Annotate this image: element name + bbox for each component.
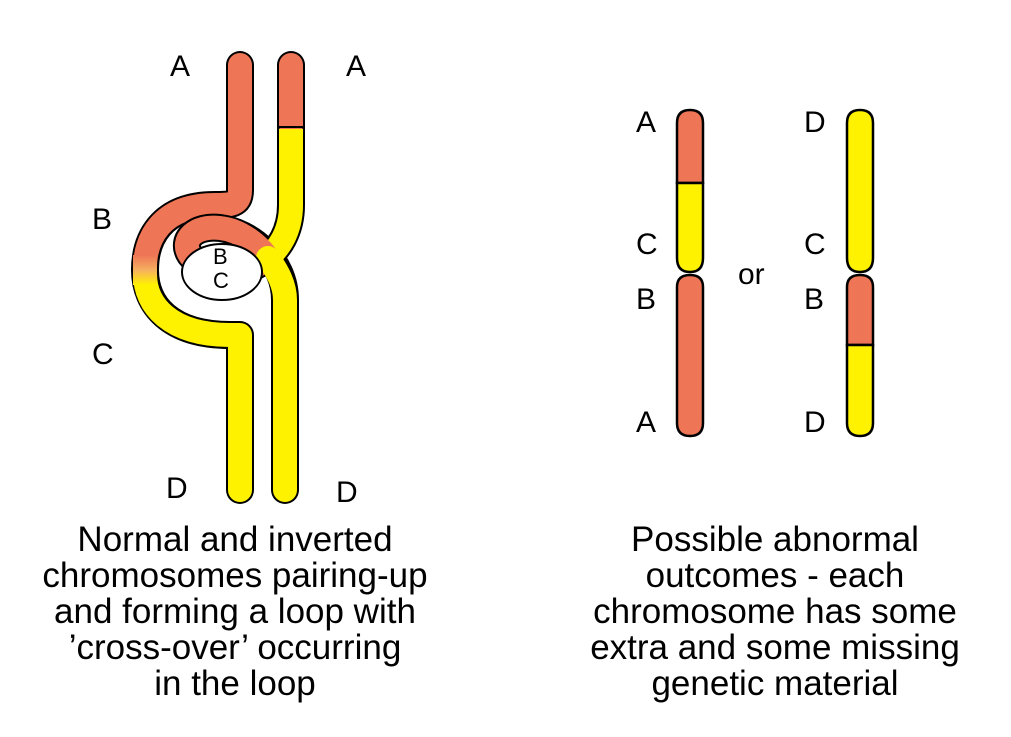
normal-chromosome xyxy=(131,51,254,504)
left-caption-line: ’cross-over’ occurring xyxy=(68,628,402,667)
left-caption-line: and forming a loop with xyxy=(54,592,416,631)
chrom1-label-mid2: B xyxy=(636,283,657,316)
chrom2-label-mid2: B xyxy=(804,283,825,316)
label-b: B xyxy=(92,203,113,236)
right-caption-line: Possible abnormal xyxy=(631,520,919,559)
loop-hole xyxy=(181,243,263,301)
chrom2-label-bottom: D xyxy=(804,406,826,439)
right-caption-line: chromosome has some xyxy=(593,592,957,631)
outcome-chromosome-2 xyxy=(845,108,875,438)
label-d-left: D xyxy=(166,472,188,505)
chrom1-label-mid1: C xyxy=(636,228,658,261)
label-a-right: A xyxy=(346,50,367,83)
chrom2-label-mid1: C xyxy=(804,228,826,261)
label-a-left: A xyxy=(170,50,191,83)
or-text: or xyxy=(738,258,765,291)
right-caption-line: outcomes - each xyxy=(645,556,905,595)
label-c: C xyxy=(92,338,114,371)
right-caption: Possible abnormal outcomes - each chromo… xyxy=(555,522,995,702)
loop-label-b: B xyxy=(213,244,228,269)
label-d-right: D xyxy=(336,476,358,509)
right-caption-line: extra and some missing xyxy=(590,628,960,667)
chrom1-label-top: A xyxy=(636,106,657,139)
chrom1-label-bottom: A xyxy=(636,406,657,439)
left-caption-line: in the loop xyxy=(154,664,316,703)
chrom2-label-top: D xyxy=(804,106,826,139)
left-caption: Normal and inverted chromosomes pairing-… xyxy=(15,522,455,702)
left-caption-line: chromosomes pairing-up xyxy=(42,556,428,595)
loop-label-c: C xyxy=(213,268,229,293)
right-caption-line: genetic material xyxy=(651,664,899,703)
left-caption-line: Normal and inverted xyxy=(77,520,393,559)
outcome-chromosome-1 xyxy=(675,108,705,438)
